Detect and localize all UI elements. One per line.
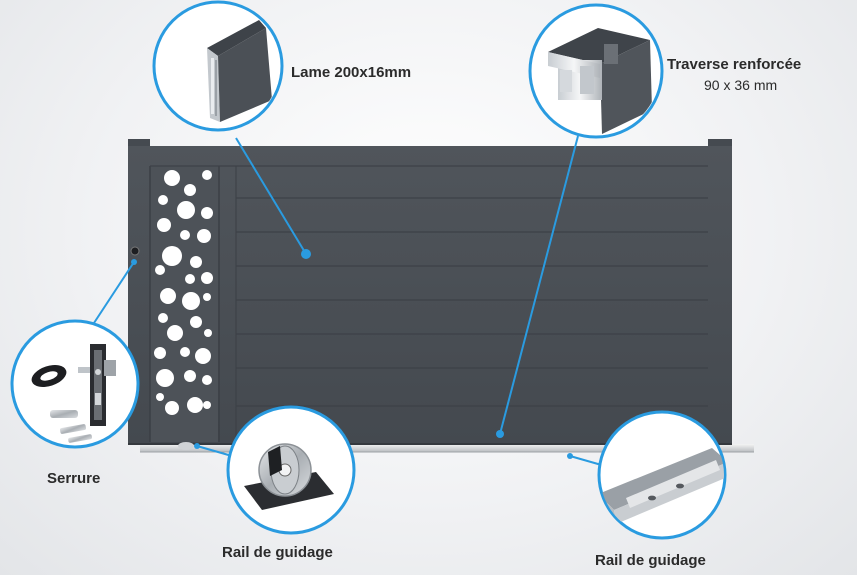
label-rail-right: Rail de guidage xyxy=(595,552,706,569)
label-serrure: Serrure xyxy=(47,470,101,487)
decorative-perforations xyxy=(154,170,213,415)
gate xyxy=(128,139,732,450)
slat-profile-icon xyxy=(207,20,272,122)
label-lame: Lame 200x16mm xyxy=(291,64,412,81)
callout-lines xyxy=(91,135,606,467)
callout-rail-left xyxy=(226,405,356,535)
callout-serrure xyxy=(10,319,140,449)
label-rail-left: Rail de guidage xyxy=(222,544,333,561)
crossbar-profile-icon xyxy=(548,28,652,134)
guide-wheel-icon xyxy=(244,443,334,510)
lock-icon xyxy=(31,344,116,443)
guide-rail-icon xyxy=(600,448,724,524)
gate-slats xyxy=(236,197,708,407)
label-traverse-dims: 90 x 36 mm xyxy=(704,77,778,93)
floor-rail xyxy=(140,444,754,452)
callout-traverse xyxy=(528,3,664,139)
lock-knob xyxy=(130,246,140,256)
label-traverse-title: Traverse renforcée xyxy=(667,56,802,73)
callout-rail-right xyxy=(597,410,727,540)
callout-lame xyxy=(152,0,284,132)
